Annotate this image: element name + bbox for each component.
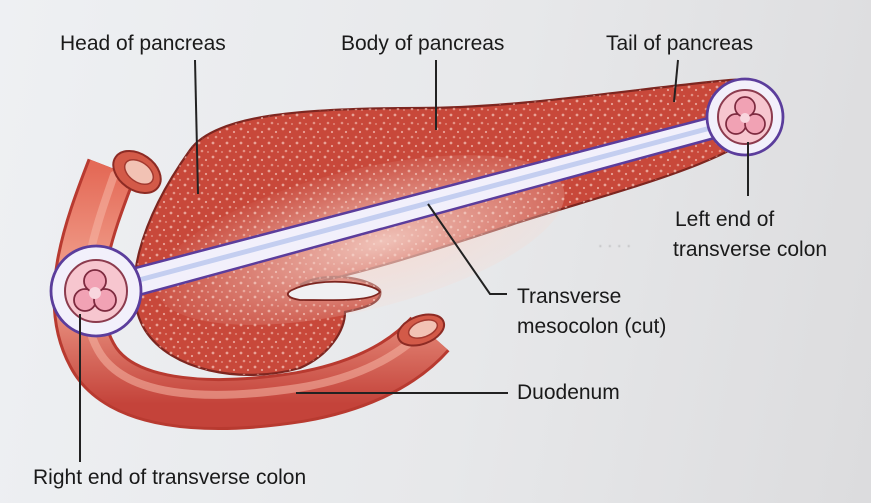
label-left-end-line1: Left end of bbox=[675, 208, 774, 232]
label-body-of-pancreas: Body of pancreas bbox=[341, 32, 504, 56]
label-head-of-pancreas: Head of pancreas bbox=[60, 32, 226, 56]
label-left-end-line2: transverse colon bbox=[673, 238, 827, 262]
label-mesocolon-line1: Transverse bbox=[517, 285, 621, 309]
label-right-end-of-transverse-colon: Right end of transverse colon bbox=[33, 466, 306, 490]
bleed-text: . . . . bbox=[598, 232, 631, 252]
label-mesocolon-line2: mesocolon (cut) bbox=[517, 315, 666, 339]
label-tail-of-pancreas: Tail of pancreas bbox=[606, 32, 753, 56]
left-colon-cross-section bbox=[718, 90, 772, 144]
label-duodenum: Duodenum bbox=[517, 381, 620, 405]
right-colon-cross-section bbox=[65, 260, 127, 322]
